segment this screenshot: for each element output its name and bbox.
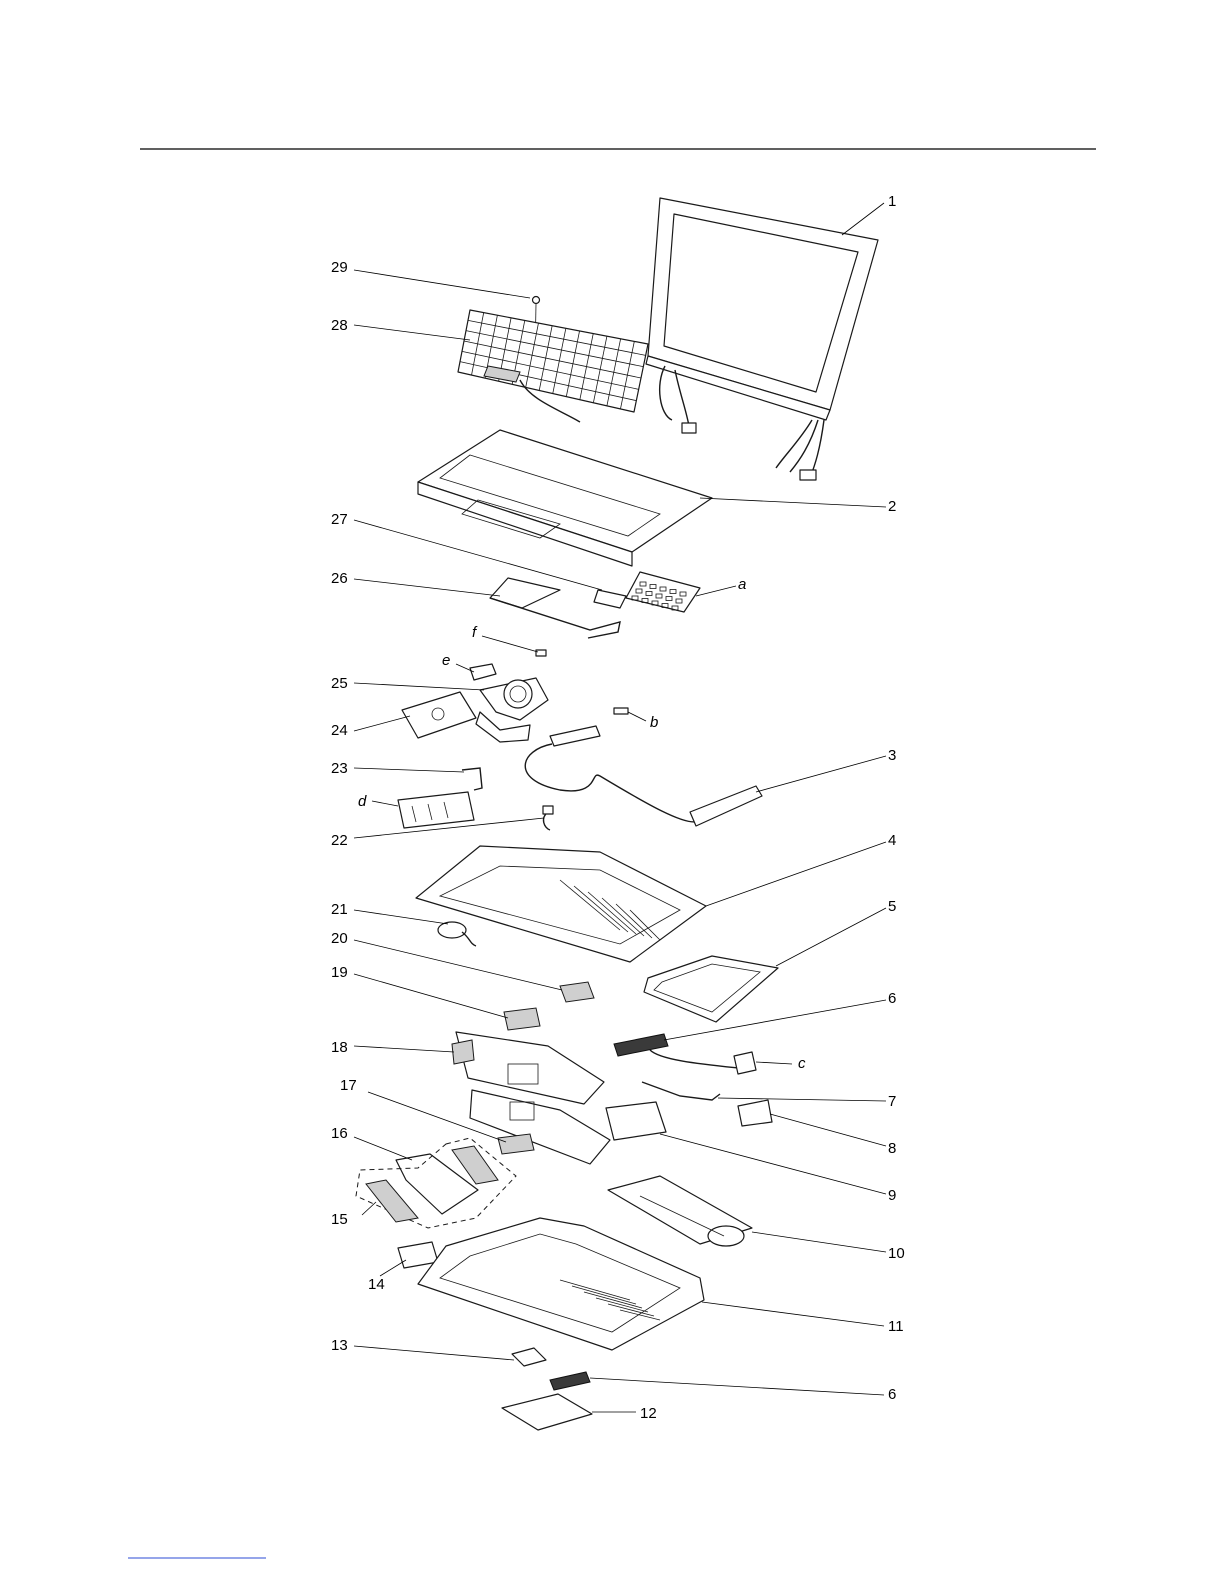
callout-11: 11 (888, 1318, 904, 1335)
callout-24: 24 (331, 722, 348, 739)
callout-12: 12 (640, 1405, 657, 1422)
callout-3: 3 (888, 747, 896, 764)
backup-battery (438, 922, 476, 946)
speaker-antenna-assembly (525, 726, 762, 826)
hdd-rail-bottom (366, 1180, 418, 1222)
callout-15: 15 (331, 1211, 348, 1228)
memory-module-top (614, 1034, 668, 1056)
chip-20 (560, 982, 594, 1002)
callout-29: 29 (331, 259, 348, 276)
callout-23: 23 (331, 760, 348, 777)
connector-22 (543, 806, 553, 814)
callout-7: 7 (888, 1093, 896, 1110)
callout-a: a (738, 576, 746, 593)
callout-20: 20 (331, 930, 348, 947)
callout-25: 25 (331, 675, 348, 692)
callout-c: c (798, 1055, 806, 1072)
cable-7 (642, 1082, 720, 1100)
callout-9: 9 (888, 1187, 896, 1204)
memory-door (502, 1394, 592, 1430)
callout-16: 16 (331, 1125, 348, 1142)
optical-drive (644, 956, 778, 1022)
callout-d: d (358, 793, 367, 810)
battery-pack (608, 1176, 752, 1246)
system-board-frame (416, 846, 706, 962)
callout-f: f (472, 624, 478, 641)
chip-17 (498, 1134, 534, 1154)
palm-rest-cover (626, 572, 700, 612)
keyboard-bezel (418, 430, 712, 566)
callout-10: 10 (888, 1245, 905, 1262)
callout-19: 19 (331, 964, 348, 981)
callout-6-top: 6 (888, 990, 896, 1007)
callout-18: 18 (331, 1039, 348, 1056)
callout-2: 2 (888, 498, 896, 515)
callout-17: 17 (340, 1077, 357, 1094)
cable-22 (544, 812, 550, 830)
callout-1: 1 (888, 193, 896, 210)
callout-28: 28 (331, 317, 348, 334)
callout-21: 21 (331, 901, 348, 918)
callout-e: e (442, 652, 450, 669)
callout-26: 26 (331, 570, 348, 587)
callout-8: 8 (888, 1140, 896, 1157)
callout-27: 27 (331, 511, 348, 528)
fan-heatsink (476, 678, 548, 742)
clip-f (536, 650, 546, 656)
connector-bracket-8 (738, 1100, 772, 1126)
bracket-27 (594, 590, 626, 608)
cable-23 (462, 768, 482, 790)
callout-13: 13 (331, 1337, 348, 1354)
memory-module-bottom (550, 1372, 590, 1390)
bracket-d (398, 792, 474, 828)
callout-14: 14 (368, 1276, 385, 1293)
lcd-assembly (646, 198, 878, 480)
keyboard (458, 310, 648, 422)
callout-22: 22 (331, 832, 348, 849)
small-cover-13 (512, 1348, 546, 1366)
callout-6-bottom: 6 (888, 1386, 896, 1403)
callout-b: b (650, 714, 658, 731)
cpu-19 (504, 1008, 540, 1030)
touchpad-cable (490, 578, 620, 638)
base-cover (418, 1218, 704, 1350)
modem-cable-c (650, 1050, 756, 1074)
callout-5: 5 (888, 898, 896, 915)
card-9 (606, 1102, 666, 1140)
callout-4: 4 (888, 832, 896, 849)
pin-b (614, 708, 628, 714)
hdd-cover (402, 692, 476, 738)
